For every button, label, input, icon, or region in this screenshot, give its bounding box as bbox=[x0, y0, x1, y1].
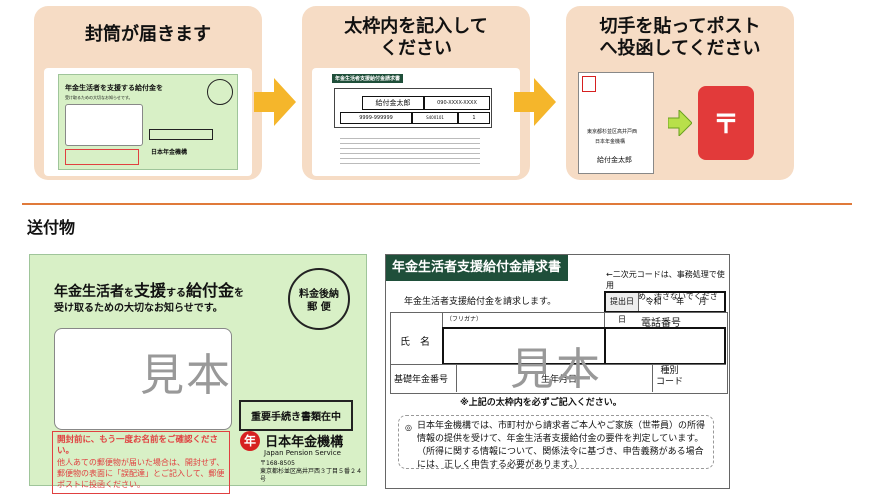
step-card-2: 太枠内を記入して ください 年金生活者支援給付金請求書 給付金太郎 090-XX… bbox=[302, 6, 530, 180]
postage-stamp-mark: 料金後納 郵 便 bbox=[288, 268, 350, 330]
misdelivery-notice: 開封前に、もう一度お名前をご確認ください。 他人あての郵便物が届いた場合は、開封… bbox=[52, 431, 230, 494]
type-col-line bbox=[652, 364, 653, 392]
step-card-1: 封筒が届きます 年金生活者を支援する給付金を 受け取るための大切なお知らせです。… bbox=[34, 6, 262, 180]
thumb-type-box: 1 bbox=[458, 112, 490, 124]
thumb-notice bbox=[65, 149, 139, 165]
sender-address: 〒168-8505 東京都杉並区高井戸西３丁目５番２４号 bbox=[260, 460, 363, 483]
thumb-name-box: 給付金太郎 bbox=[362, 96, 424, 110]
envelope-window bbox=[54, 328, 232, 430]
pension-col-line bbox=[456, 364, 457, 392]
submit-date-field: 提出日 令和 年 月 日 bbox=[604, 291, 726, 324]
phone-input-box[interactable] bbox=[604, 327, 726, 365]
arrow-right-icon bbox=[668, 110, 692, 136]
thumb-envelope-title: 年金生活者を支援する給付金を bbox=[65, 84, 163, 92]
important-docs-label: 重要手続き書類在中 bbox=[239, 400, 353, 431]
thumb-pension-box: 9999-999999 bbox=[340, 112, 412, 124]
postal-mark-icon: 〒 bbox=[712, 110, 739, 140]
step-title: 切手を貼ってポスト へ投函してください bbox=[599, 16, 761, 59]
thumb-postcard: 東京都杉並区高井戸西 日本年金機構 給付金太郎 bbox=[578, 72, 654, 174]
bullet-icon: ◎ bbox=[405, 423, 412, 432]
mail-thumbnail: 東京都杉並区高井戸西 日本年金機構 給付金太郎 〒 bbox=[572, 68, 788, 176]
form-table bbox=[390, 312, 728, 394]
furigana-label: （フリガナ） bbox=[446, 316, 483, 323]
info-notice: ◎ 日本年金機構では、市町村から請求者ご本人やご家族（世帯員）の所得情報の提供を… bbox=[398, 415, 714, 470]
envelope-thumbnail: 年金生活者を支援する給付金を 受け取るための大切なお知らせです。 日本年金機構 bbox=[44, 68, 252, 176]
step-title: 封筒が届きます bbox=[85, 24, 211, 45]
second-row-line bbox=[390, 364, 726, 365]
claim-form-sample: 年金生活者支援給付金請求書 ←二次元コードは、事務処理で使用 するため、汚さない… bbox=[385, 254, 730, 489]
form-thumbnail: 年金生活者支援給付金請求書 給付金太郎 090-XXXX-XXXX 9999-9… bbox=[312, 68, 520, 176]
section-divider bbox=[22, 203, 852, 205]
thumb-birth-box: S400101 bbox=[412, 112, 458, 124]
sample-watermark: 見本 bbox=[140, 350, 232, 401]
thumb-form-header: 年金生活者支援給付金請求書 bbox=[332, 74, 404, 83]
form-header: 年金生活者支援給付金請求書 bbox=[386, 255, 568, 281]
step-title: 太枠内を記入して ください bbox=[344, 16, 488, 59]
sample-watermark: 見本 bbox=[510, 344, 602, 395]
thumb-name: 給付金太郎 bbox=[597, 156, 632, 164]
name-label: 氏 名 bbox=[400, 337, 430, 348]
thumb-phone-box: 090-XXXX-XXXX bbox=[424, 96, 490, 110]
arrow-right-icon bbox=[514, 78, 556, 126]
thumb-address: 東京都杉並区高井戸西 bbox=[587, 129, 638, 135]
envelope-sample: 年金生活者を支援する給付金を 受け取るための大切なお知らせです。 料金後納 郵 … bbox=[29, 254, 367, 494]
thumb-important bbox=[149, 129, 213, 140]
step-card-3: 切手を貼ってポスト へ投函してください 東京都杉並区高井戸西 日本年金機構 給付… bbox=[566, 6, 794, 180]
arrow-right-icon bbox=[254, 78, 296, 126]
mailbox-icon: 〒 bbox=[698, 86, 754, 160]
jps-logo-icon: 年 bbox=[240, 430, 260, 451]
thumb-info-lines bbox=[340, 134, 480, 164]
thumb-logo: 日本年金機構 bbox=[151, 149, 188, 156]
pension-number-label: 基礎年金番号 bbox=[394, 375, 449, 385]
thumb-envelope-sub: 受け取るための大切なお知らせです。 bbox=[65, 95, 133, 100]
birth-date-label: 生年月日 bbox=[541, 375, 578, 385]
thumb-form-table bbox=[334, 88, 492, 128]
type-code-label: 種別 コード bbox=[656, 366, 684, 387]
required-note: ※上記の太枠内を必ずご記入ください。 bbox=[460, 398, 622, 408]
phone-label: 電話番号 bbox=[641, 318, 681, 329]
thumb-org: 日本年金機構 bbox=[595, 139, 626, 145]
thumb-window bbox=[65, 104, 143, 146]
envelope-subtitle: 受け取るための大切なお知らせです。 bbox=[54, 303, 223, 314]
request-line: 年金生活者支援給付金を請求します。 bbox=[404, 297, 557, 307]
section-label: 送付物 bbox=[27, 218, 76, 237]
envelope-title: 年金生活者を支援する給付金を bbox=[54, 281, 245, 300]
thumb-stamp bbox=[207, 79, 233, 105]
thumb-stamp-box bbox=[582, 76, 596, 92]
jps-logo: 年 日本年金機構 Japan Pension Service bbox=[240, 430, 343, 457]
